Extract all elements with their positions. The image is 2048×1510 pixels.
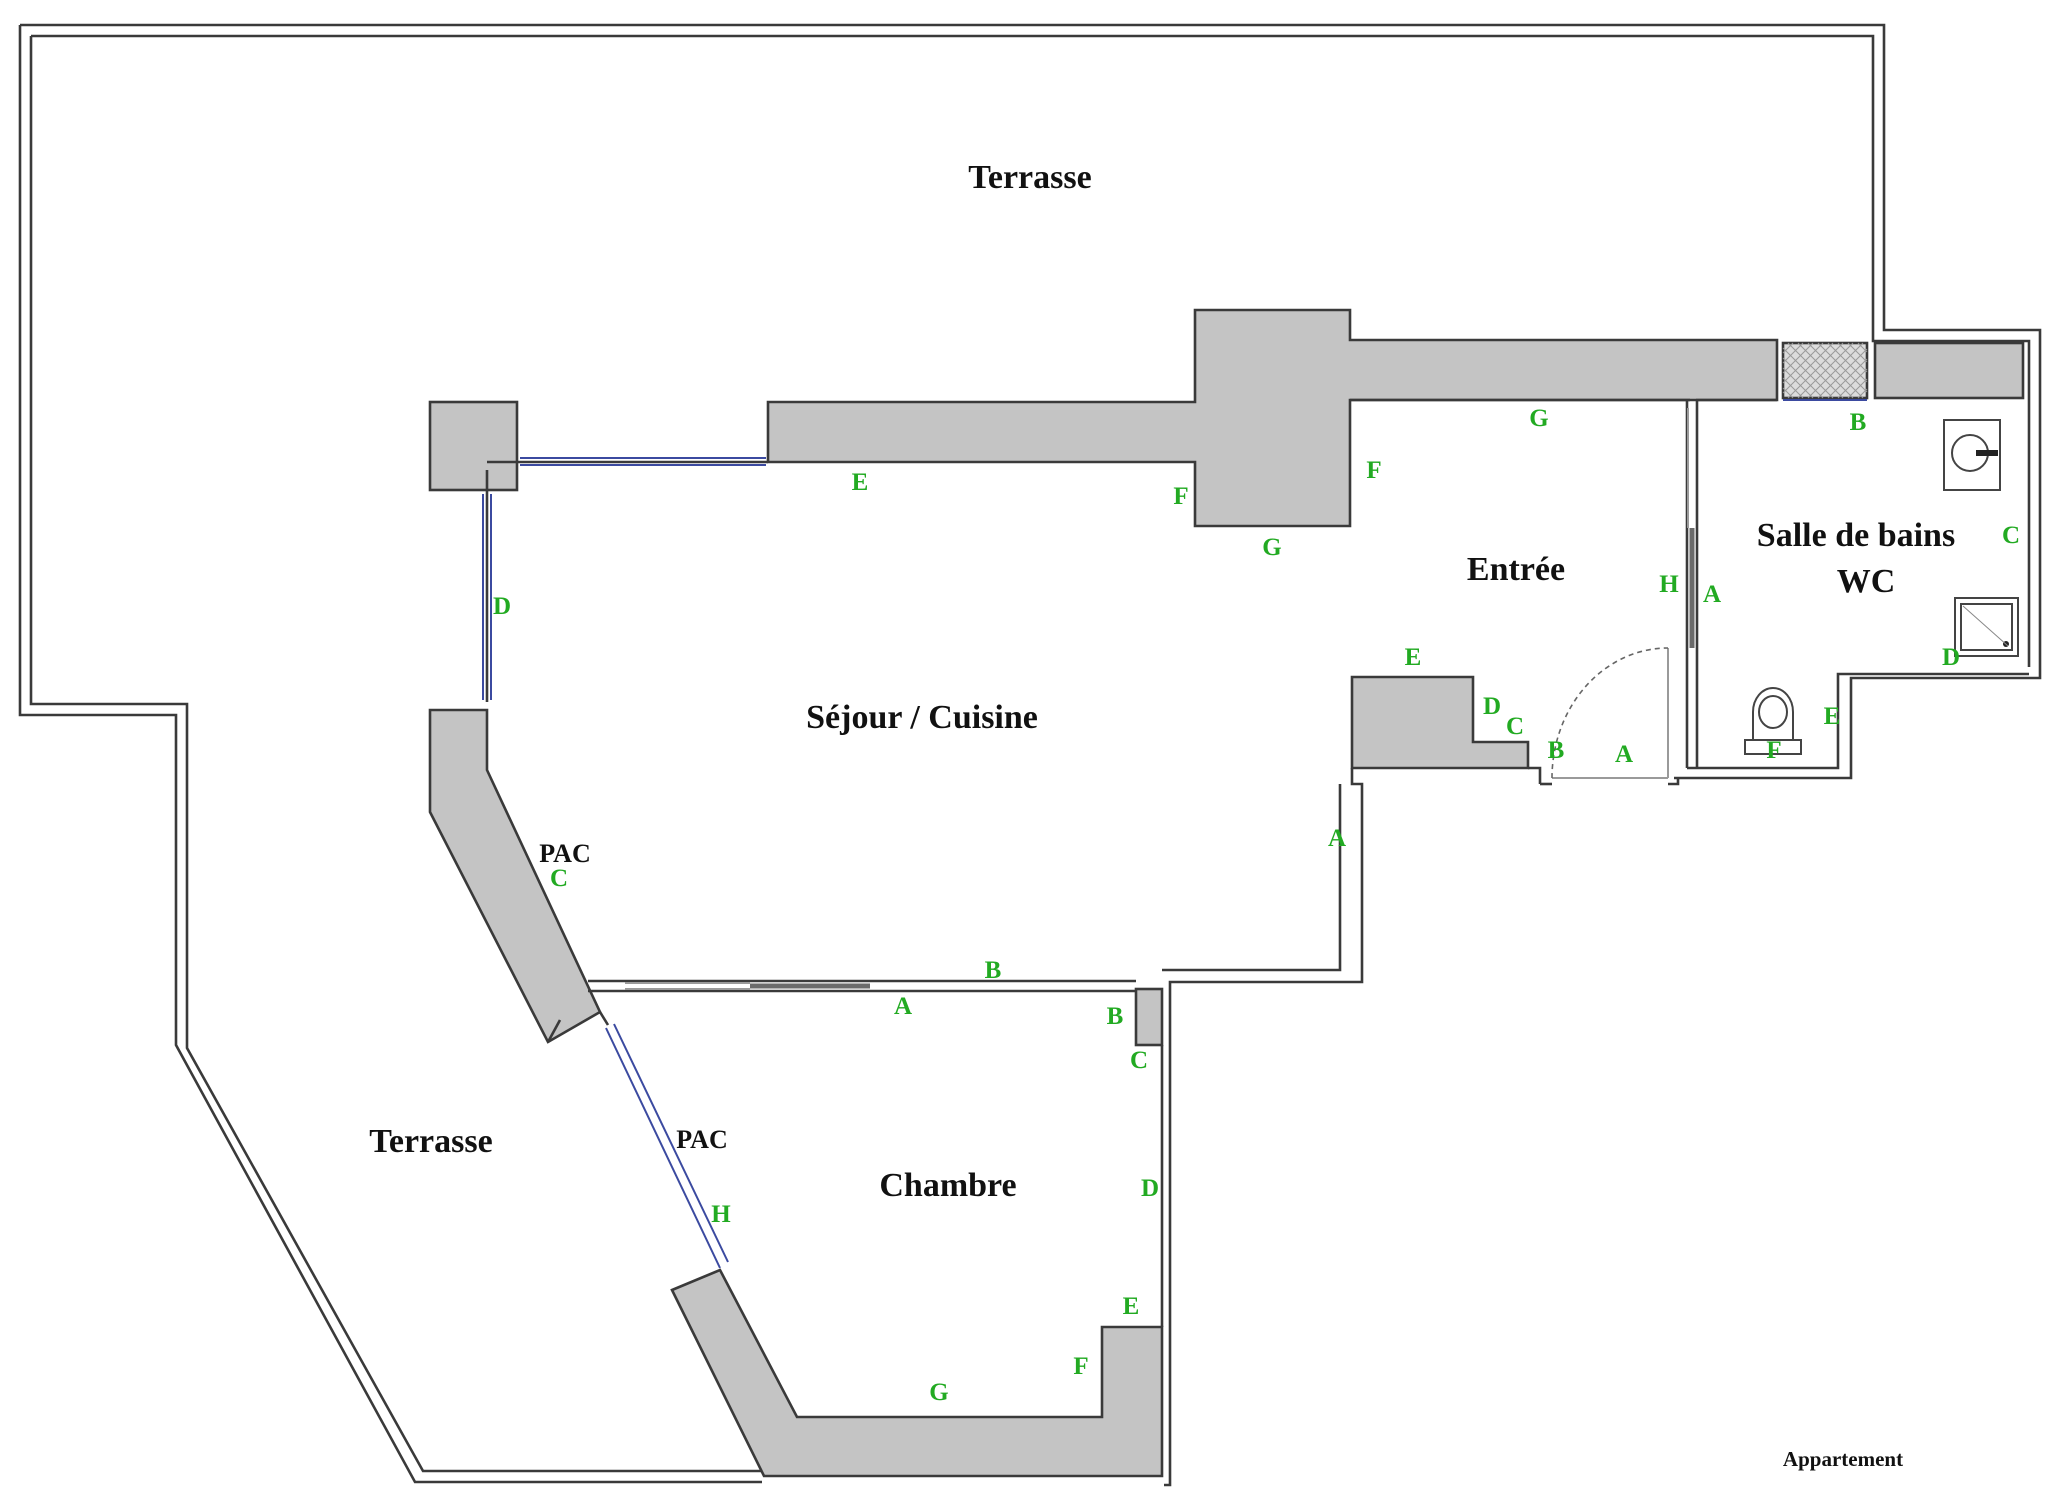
wall-code-chambre-g: G <box>929 1379 948 1406</box>
structural-walls <box>428 308 2025 1478</box>
wall-code-entree-e: E <box>1405 644 1422 671</box>
entree-wall-block <box>1350 675 1530 770</box>
south-wall-chambre <box>670 1268 1164 1478</box>
wall-code-sdb-e: E <box>1824 703 1841 730</box>
wall-code-entree-g: G <box>1529 405 1548 432</box>
wall-code-entree-a: A <box>1615 741 1633 768</box>
wall-code-sejour-a: A <box>1328 825 1346 852</box>
plan-footer-label: Appartement <box>1783 1447 1903 1471</box>
wall-code-chambre-a: A <box>894 993 912 1020</box>
wall-code-chambre-f: F <box>1073 1353 1088 1380</box>
room-label-sdb: Salle de bains <box>1757 517 1955 554</box>
wall-code-entree-c: C <box>1506 713 1524 740</box>
wall-code-entree-b: B <box>1548 737 1565 764</box>
west-wall-sejour <box>428 708 602 1044</box>
wall-code-chambre-e: E <box>1123 1293 1140 1320</box>
shower-tray-icon <box>1954 597 2019 657</box>
room-label-wc: WC <box>1837 563 1896 600</box>
wall-code-entree-h: H <box>1659 571 1679 598</box>
wall-code-sejour-e: E <box>852 469 869 496</box>
wall-code-sejour-g: G <box>1262 534 1281 561</box>
room-label-entree: Entrée <box>1467 551 1565 588</box>
interior-walls <box>485 398 2029 1487</box>
wall-code-sdb-a: A <box>1703 581 1721 608</box>
room-label-chambre: Chambre <box>879 1167 1016 1204</box>
toilet-icon <box>1744 687 1802 755</box>
wall-code-chambre-b: B <box>1107 1003 1124 1030</box>
east-wall-mass <box>1873 341 2025 400</box>
north-wall-mass <box>766 308 1779 528</box>
room-label-sejour: Séjour / Cuisine <box>806 699 1038 736</box>
pac-label-chambre: PAC <box>676 1125 728 1154</box>
wall-codes: A B C D E F G A B C D E F G H A B C D E … <box>493 405 2020 1406</box>
pac-label-sejour: PAC <box>539 839 591 868</box>
windows <box>482 399 1867 1269</box>
wall-code-chambre-d: D <box>1141 1175 1159 1202</box>
room-label-terrasse-west: Terrasse <box>369 1123 492 1160</box>
wall-code-sdb-f: F <box>1766 737 1781 764</box>
wall-code-sdb-d: D <box>1942 644 1960 671</box>
wall-code-entree-d: D <box>1483 693 1501 720</box>
wall-code-sejour-d: D <box>493 593 511 620</box>
sink-icon <box>1943 419 2001 491</box>
wall-code-entree-f: F <box>1366 457 1381 484</box>
pillar-top-left <box>428 400 519 492</box>
room-label-terrasse-north: Terrasse <box>968 159 1091 196</box>
wall-code-sdb-b: B <box>1850 409 1867 436</box>
wall-code-sdb-c: C <box>2002 522 2020 549</box>
wall-code-chambre-h: H <box>711 1201 731 1228</box>
wall-code-sejour-c: C <box>550 865 568 892</box>
terrace-outline <box>18 23 2042 1484</box>
wall-code-sejour-f: F <box>1173 483 1188 510</box>
pillar-chambre <box>1134 987 1164 1047</box>
wall-code-chambre-c: C <box>1130 1047 1148 1074</box>
wall-code-sejour-b: B <box>985 957 1002 984</box>
